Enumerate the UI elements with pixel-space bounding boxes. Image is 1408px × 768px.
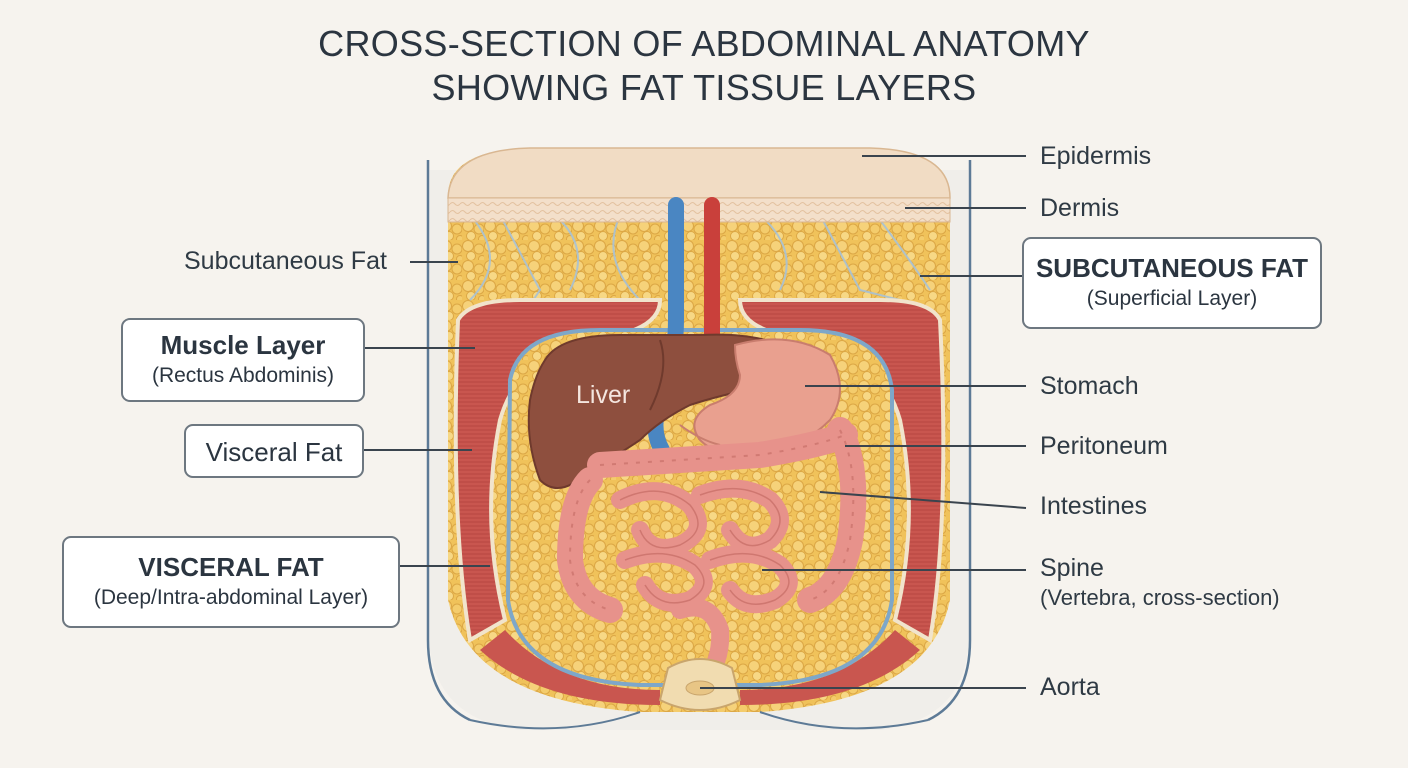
box-visceral-fat: VISCERAL FAT (Deep/Intra-abdominal Layer… bbox=[62, 536, 400, 628]
box-subcutaneous-fat: SUBCUTANEOUS FAT (Superficial Layer) bbox=[1022, 237, 1322, 329]
box-visceral-fat-simple: Visceral Fat bbox=[184, 424, 364, 478]
label-epidermis: Epidermis bbox=[1040, 142, 1152, 170]
box-visceral-subtitle: (Deep/Intra-abdominal Layer) bbox=[93, 586, 369, 609]
label-stomach: Stomach bbox=[1040, 372, 1139, 400]
label-aorta: Aorta bbox=[1040, 673, 1100, 701]
title-line-1: CROSS-SECTION OF ABDOMINAL ANATOMY bbox=[318, 23, 1090, 64]
diagram-title: CROSS-SECTION OF ABDOMINAL ANATOMY SHOWI… bbox=[0, 22, 1408, 110]
title-line-2: SHOWING FAT TISSUE LAYERS bbox=[431, 67, 977, 108]
label-dermis: Dermis bbox=[1040, 194, 1120, 222]
label-peritoneum: Peritoneum bbox=[1040, 432, 1168, 460]
box-visceral-title: VISCERAL FAT bbox=[138, 552, 324, 582]
rectus-muscle-left bbox=[453, 298, 663, 644]
box-subcutaneous-title: SUBCUTANEOUS FAT bbox=[1035, 253, 1309, 283]
box-subcutaneous-subtitle: (Superficial Layer) bbox=[1086, 287, 1258, 310]
body-outline-right bbox=[927, 160, 972, 722]
box-muscle-title: Muscle Layer bbox=[160, 330, 326, 360]
box-muscle-layer: Muscle Layer (Rectus Abdominis) bbox=[121, 318, 365, 402]
label-spine-sub: (Vertebra, cross-section) bbox=[1040, 585, 1280, 610]
label-spine-main: Spine bbox=[1040, 554, 1104, 582]
dermis-layer bbox=[447, 197, 951, 223]
label-spine: Spine (Vertebra, cross-section) bbox=[1040, 554, 1280, 611]
epidermis-layer bbox=[447, 147, 951, 199]
box-muscle-subtitle: (Rectus Abdominis) bbox=[151, 364, 335, 387]
label-subcutaneous-fat: Subcutaneous Fat bbox=[184, 247, 387, 275]
body-outline-left bbox=[426, 160, 471, 722]
label-intestines: Intestines bbox=[1040, 492, 1148, 520]
leader-intestines bbox=[819, 491, 1027, 509]
liver-label: Liver bbox=[576, 381, 631, 409]
box-visceral-simple-title: Visceral Fat bbox=[205, 437, 343, 467]
liver-organ bbox=[527, 333, 794, 489]
